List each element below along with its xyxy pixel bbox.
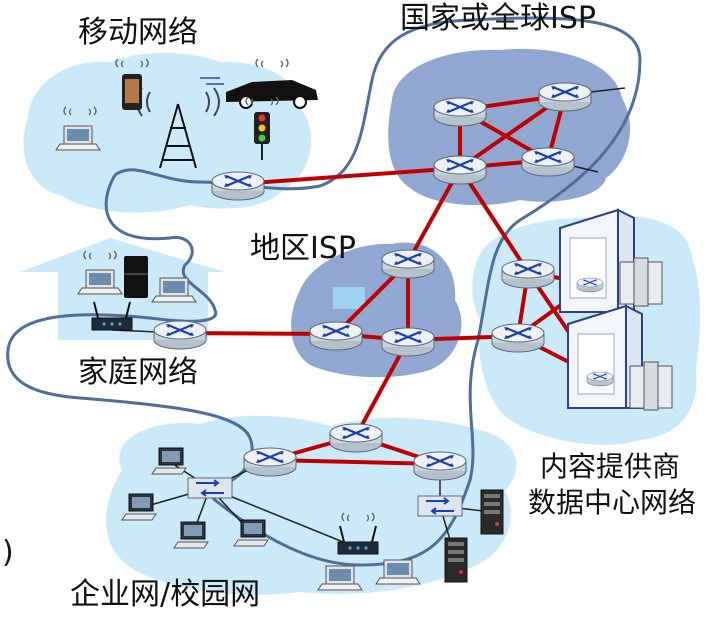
enterprise-network-label: 企业网/校园网 [70, 577, 261, 612]
enterprise-router-1 [328, 422, 384, 454]
datacenter-server-stack-1 [619, 257, 663, 307]
enterprise-router-3 [412, 450, 468, 482]
content-provider-label-line1: 内容提供商 [540, 450, 681, 483]
edge-fragment-text: ) [2, 535, 14, 570]
datacenter-router-2 [490, 322, 546, 354]
global-isp-router-4 [520, 146, 576, 178]
global-isp-router-1 [432, 96, 488, 128]
car-signal-icon [255, 58, 289, 68]
smartphone-icon [122, 74, 142, 110]
home-network-label: 家庭网络 [78, 355, 198, 390]
mobile-network-label: 移动网络 [78, 15, 198, 50]
enterprise-switch-2 [417, 495, 463, 517]
regional-isp-label: 地区ISP [250, 231, 356, 266]
datacenter-router-1 [500, 258, 556, 290]
global-isp-router-3 [432, 154, 488, 186]
enterprise-server-2 [444, 537, 468, 583]
cell-tower-icon [136, 87, 220, 169]
datacenter-server-stack-2 [629, 361, 673, 411]
global-isp-label: 国家或全球ISP [400, 1, 596, 36]
content-provider-label-line2: 数据中心网络 [528, 486, 697, 519]
regional-isp-router-1 [380, 248, 436, 280]
home-router [152, 319, 208, 351]
car-icon [200, 77, 318, 109]
global-isp-region [388, 48, 631, 206]
global-isp-router-2 [537, 81, 593, 113]
home-fridge-icon [124, 256, 148, 298]
regional-isp-router-3 [380, 326, 436, 358]
mobile-edge-router [210, 170, 266, 202]
access-network-boundary [6, 16, 642, 567]
regional-isp-highlight [333, 287, 365, 309]
regional-isp-router-2 [308, 320, 364, 352]
enterprise-server-1 [480, 489, 504, 535]
traffic-light-icon [254, 112, 270, 160]
datacenter-rack-router-1 [576, 277, 604, 293]
datacenter-rack-router-2 [586, 371, 614, 387]
enterprise-switch-1 [187, 477, 233, 499]
enterprise-router-2 [242, 446, 298, 478]
